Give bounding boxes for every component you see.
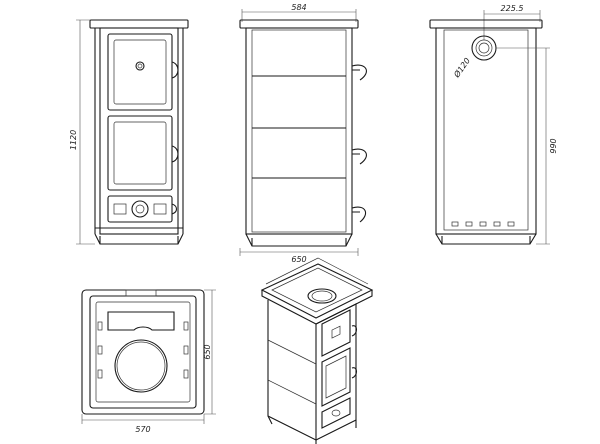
front-height-dimension: 1120	[69, 130, 78, 150]
top-view: 570 650	[81, 289, 216, 434]
isometric-view	[260, 257, 374, 444]
rear-flue-diameter-dimension: Ø120	[451, 56, 472, 80]
rear-view: 225.5 Ø120 990	[429, 4, 558, 245]
top-depth-dimension: 650	[203, 344, 212, 359]
side-view: 584 650	[239, 3, 367, 264]
side-top-width-dimension: 584	[291, 3, 306, 12]
rear-flue-height-dimension: 990	[549, 138, 558, 153]
rear-flue-offset-dimension: 225.5	[501, 4, 524, 13]
top-width-dimension: 570	[135, 425, 150, 434]
side-bottom-width-dimension: 650	[291, 255, 306, 264]
front-view: 1120	[69, 19, 189, 245]
